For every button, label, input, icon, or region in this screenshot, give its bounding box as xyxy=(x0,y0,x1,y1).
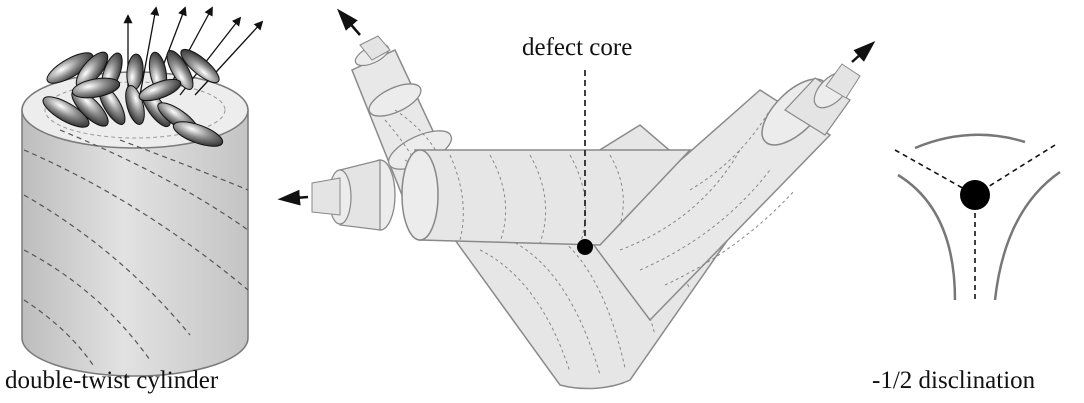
molecule-ellipsoids xyxy=(42,48,224,147)
tube-left xyxy=(311,149,692,246)
label-defect-core: defect core xyxy=(522,34,632,61)
disclination-diagram xyxy=(894,133,1061,301)
label-disclination: -1/2 disclination xyxy=(872,367,1036,394)
double-twist-cylinder xyxy=(21,6,264,377)
tube-right xyxy=(588,63,861,322)
helix-lines xyxy=(23,129,249,369)
label-double-twist-cylinder: double-twist cylinder xyxy=(5,367,219,394)
arrow-upper-right xyxy=(851,40,876,63)
defect-core-dot xyxy=(577,239,593,255)
arrow-left xyxy=(277,189,309,206)
arrow-upper-left xyxy=(337,8,361,36)
disclination-core-dot xyxy=(960,180,990,210)
defect-junction xyxy=(277,8,876,390)
